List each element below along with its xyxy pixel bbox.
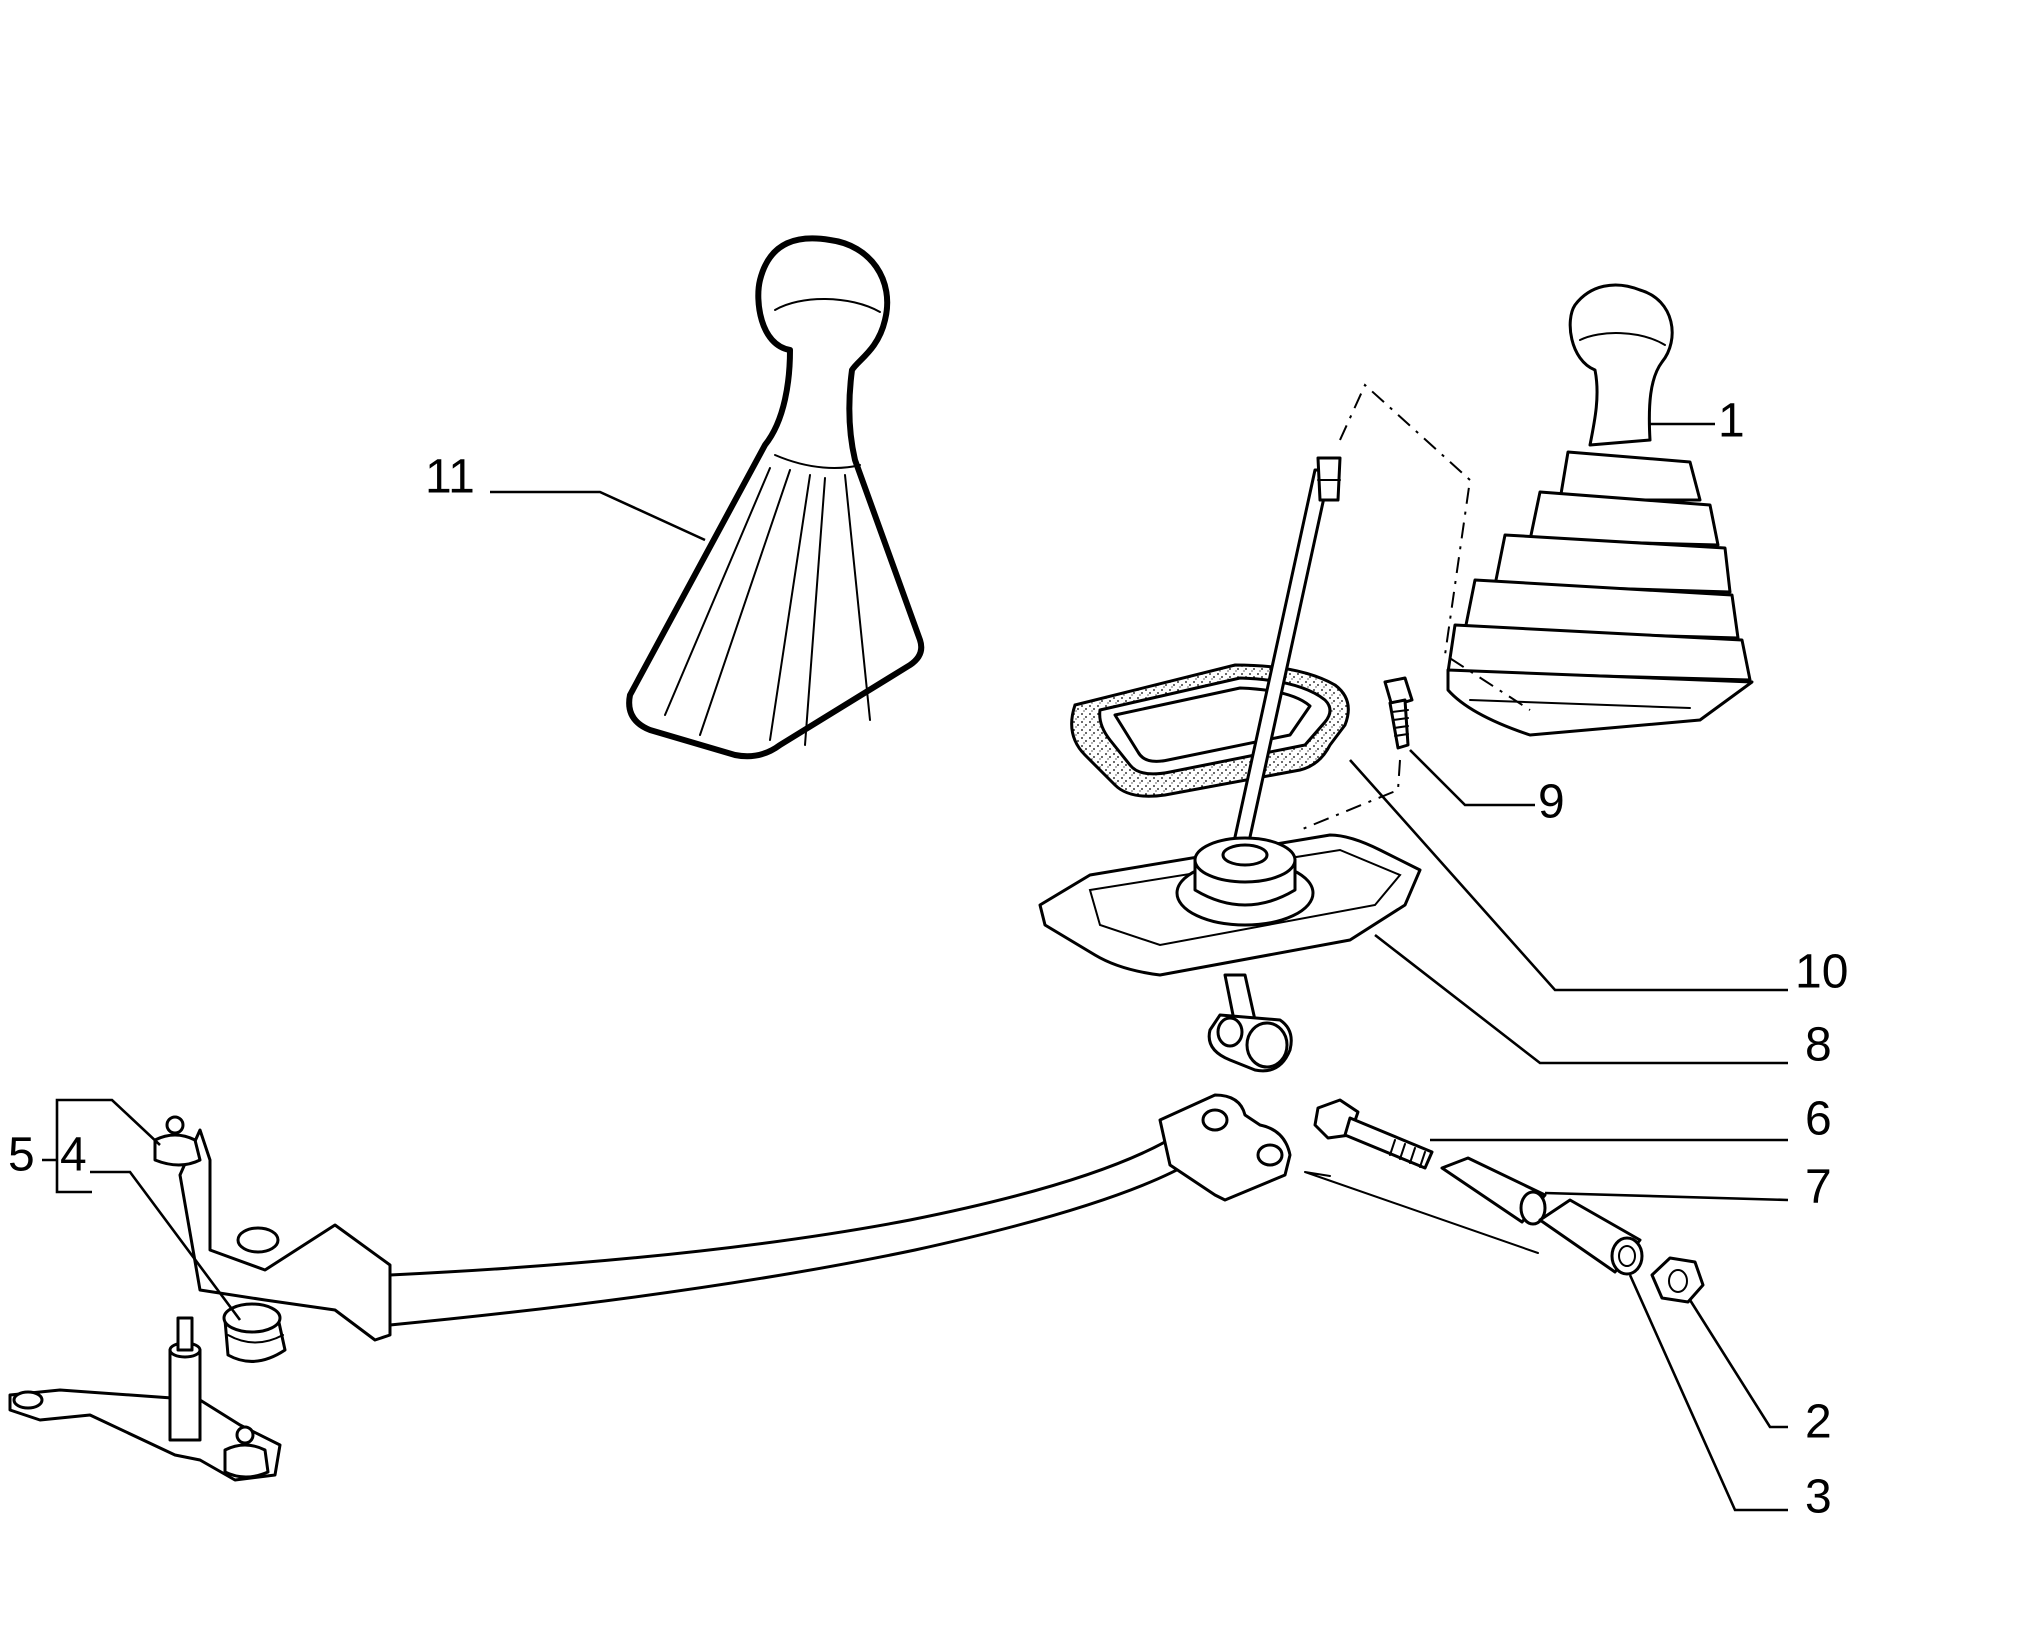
callout-7: 7: [1805, 1161, 1832, 1214]
leader-bracket-5: [42, 1098, 161, 1194]
gear-lever-base-plate: [1038, 456, 1422, 1073]
screw: [1299, 676, 1414, 831]
gear-knob-with-bellows-boot: [1446, 283, 1754, 737]
leader-line-10: [1349, 759, 1788, 992]
leader-line-9: [1409, 749, 1535, 807]
selector-link-assembly: [153, 1093, 1292, 1342]
selector-lower-lever: [8, 1316, 282, 1482]
callout-6: 6: [1805, 1093, 1832, 1146]
callout-11: 11: [425, 451, 475, 504]
callout-2: 2: [1805, 1396, 1832, 1449]
leader-line-8: [1374, 933, 1788, 1065]
leader-line-7: [1544, 1191, 1789, 1202]
spacer: [1440, 1156, 1547, 1226]
bush: [1538, 1198, 1644, 1276]
callout-3: 3: [1805, 1471, 1832, 1524]
callout-4: 4: [60, 1129, 87, 1182]
bolt: [1313, 1098, 1434, 1170]
sealing-gasket: [1070, 663, 1350, 798]
callout-5: 5: [8, 1129, 35, 1182]
gear-knob-with-boot: [626, 235, 925, 760]
assembly-dashed-line: [1339, 383, 1531, 711]
callout-8: 8: [1805, 1019, 1832, 1072]
leader-line-3: [1628, 1274, 1788, 1512]
leader-line-4: [90, 1170, 242, 1321]
callout-1: 1: [1718, 395, 1745, 448]
leader-line-2: [1688, 1299, 1788, 1429]
assembly-direction-arrow: [1304, 1171, 1539, 1254]
callout-9: 9: [1538, 776, 1565, 829]
callout-10: 10: [1795, 946, 1848, 999]
leader-line-11: [490, 490, 706, 542]
nut: [1650, 1256, 1705, 1304]
ball-cap: [222, 1302, 287, 1363]
